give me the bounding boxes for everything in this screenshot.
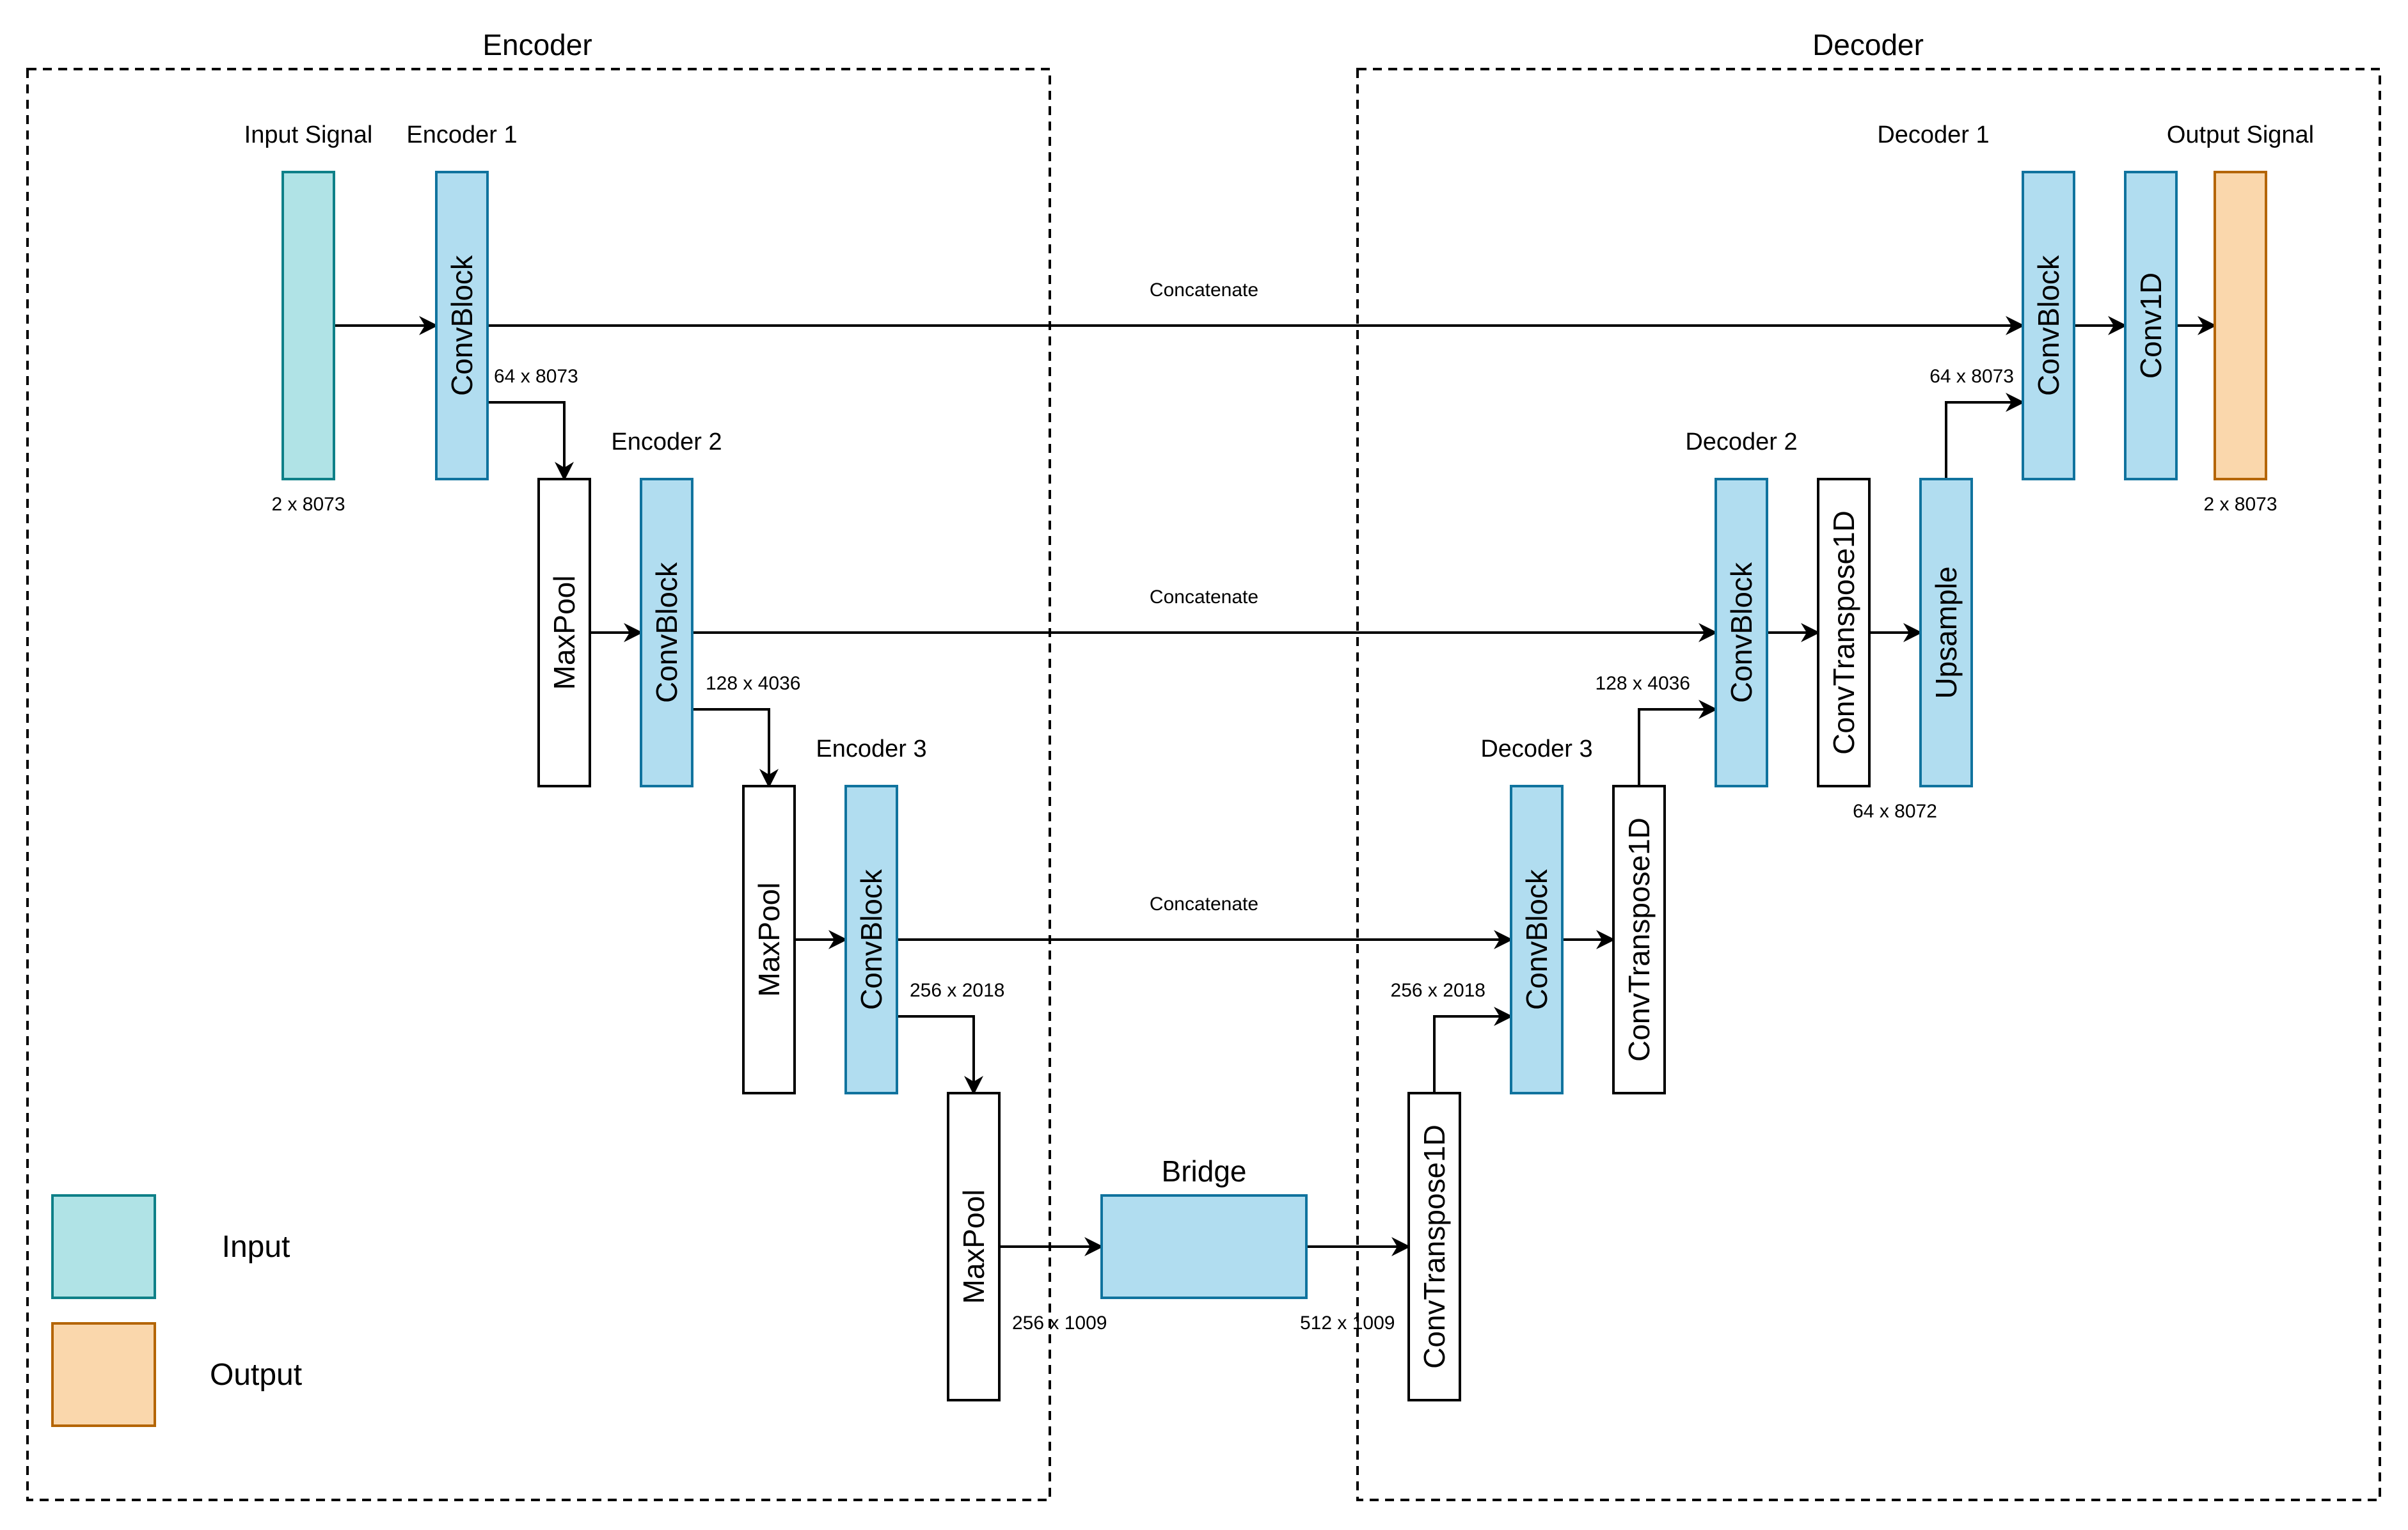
- decoder-3-title: Decoder 3: [1480, 736, 1592, 762]
- decoder-1-convtranspose-label: ConvTranspose1D: [1827, 510, 1860, 755]
- legend-input-label: Input: [222, 1230, 290, 1264]
- decoder-3-convblock-label: ConvBlock: [1520, 869, 1553, 1010]
- maxpool-1: [537, 478, 591, 787]
- encoder-3-convblock-label: ConvBlock: [855, 869, 888, 1010]
- arrow-enc1-to-pool1: [487, 401, 574, 481]
- decoder-3-convtranspose-label: ConvTranspose1D: [1418, 1124, 1451, 1369]
- maxpool-3-label: MaxPool: [957, 1190, 990, 1304]
- encoder-1-title: Encoder 1: [406, 122, 517, 148]
- bridge-title: Bridge: [1162, 1155, 1247, 1188]
- decoder-frame: [1356, 68, 2381, 1501]
- output-signal-bar: [2214, 171, 2267, 480]
- legend-output-swatch: [51, 1322, 156, 1427]
- dim-decoder-3-skip: 256 x 2018: [1391, 980, 1485, 1001]
- decoder-3-convblock: [1510, 785, 1564, 1094]
- dim-output: 2 x 8073: [2203, 494, 2277, 515]
- bridge-block: [1100, 1194, 1308, 1299]
- concatenate-labels: Concatenate Concatenate Concatenate: [1150, 280, 1258, 915]
- conv1d-label: Conv1D: [2134, 272, 2167, 379]
- output-signal-title: Output Signal: [2167, 122, 2314, 148]
- arrow-convt3-to-dec3: [1433, 1007, 1513, 1093]
- maxpool-2: [742, 785, 796, 1094]
- dim-decoder-2-skip: 128 x 4036: [1596, 673, 1690, 694]
- maxpool-3: [947, 1092, 1001, 1401]
- concatenate-label-3: Concatenate: [1150, 894, 1258, 915]
- legend: Input Output: [51, 1194, 302, 1427]
- upsample-label: Upsample: [1929, 566, 1963, 698]
- maxpool-2-label: MaxPool: [752, 883, 786, 997]
- encoder-3-convblock: [844, 785, 898, 1094]
- legend-input-swatch: [51, 1194, 156, 1299]
- decoder-1-convblock-label: ConvBlock: [2032, 255, 2065, 396]
- blocks: ConvBlock MaxPool ConvBlock MaxPool Conv…: [281, 171, 2267, 1401]
- encoder-2-convblock-label: ConvBlock: [650, 562, 683, 703]
- encoder-2-title: Encoder 2: [611, 429, 722, 455]
- encoder-2-convblock: [640, 478, 693, 787]
- dim-upsample: 64 x 8072: [1853, 801, 1937, 822]
- decoder-1-convtranspose: [1817, 478, 1871, 787]
- decoder-2-convblock-label: ConvBlock: [1725, 562, 1758, 703]
- dim-encoder-1: 64 x 8073: [494, 366, 578, 387]
- dim-input: 2 x 8073: [271, 494, 345, 515]
- decoder-2-convtranspose: [1612, 785, 1666, 1094]
- encoder-3-title: Encoder 3: [816, 736, 926, 762]
- arrow-convt2-to-dec2: [1638, 700, 1718, 786]
- concatenate-label-1: Concatenate: [1150, 280, 1258, 301]
- arrow-enc3-to-pool3: [897, 1015, 983, 1095]
- dim-bridge-out: 512 x 1009: [1300, 1313, 1395, 1334]
- dim-decoder-1-skip: 64 x 8073: [1929, 366, 2014, 387]
- decoder-2-convblock: [1715, 478, 1768, 787]
- dim-encoder-3: 256 x 2018: [910, 980, 1004, 1001]
- decoder-section-title: Decoder: [1812, 28, 1924, 61]
- decoder-1-convblock: [2022, 171, 2075, 480]
- input-signal-title: Input Signal: [244, 122, 373, 148]
- decoder-3-convtranspose: [1407, 1092, 1461, 1401]
- decoder-2-convtranspose-label: ConvTranspose1D: [1622, 817, 1656, 1062]
- encoder-section-title: Encoder: [482, 28, 592, 61]
- decoder-2-title: Decoder 2: [1685, 429, 1797, 455]
- encoder-1-convblock: [435, 171, 489, 480]
- concatenate-label-2: Concatenate: [1150, 587, 1258, 608]
- encoder-1-convblock-label: ConvBlock: [445, 255, 479, 396]
- arrow-enc2-to-pool2: [692, 708, 779, 788]
- conv1d-block: [2124, 171, 2178, 480]
- dimension-labels: 2 x 8073 64 x 8073 128 x 4036 256 x 2018…: [271, 366, 2277, 1334]
- upsample-block: [1919, 478, 1973, 787]
- dim-maxpool-3: 256 x 1009: [1012, 1313, 1107, 1334]
- input-signal-bar: [281, 171, 335, 480]
- arrow-upsample-to-dec1: [1945, 393, 2025, 479]
- legend-output-label: Output: [210, 1358, 302, 1392]
- connection-arrows: [334, 316, 2217, 1256]
- encoder-frame: [26, 68, 1051, 1501]
- maxpool-1-label: MaxPool: [548, 576, 581, 690]
- dim-encoder-2: 128 x 4036: [706, 673, 800, 694]
- decoder-1-title: Decoder 1: [1877, 122, 1989, 148]
- block-headers: Input Signal Encoder 1 Encoder 2 Encoder…: [244, 122, 2314, 1188]
